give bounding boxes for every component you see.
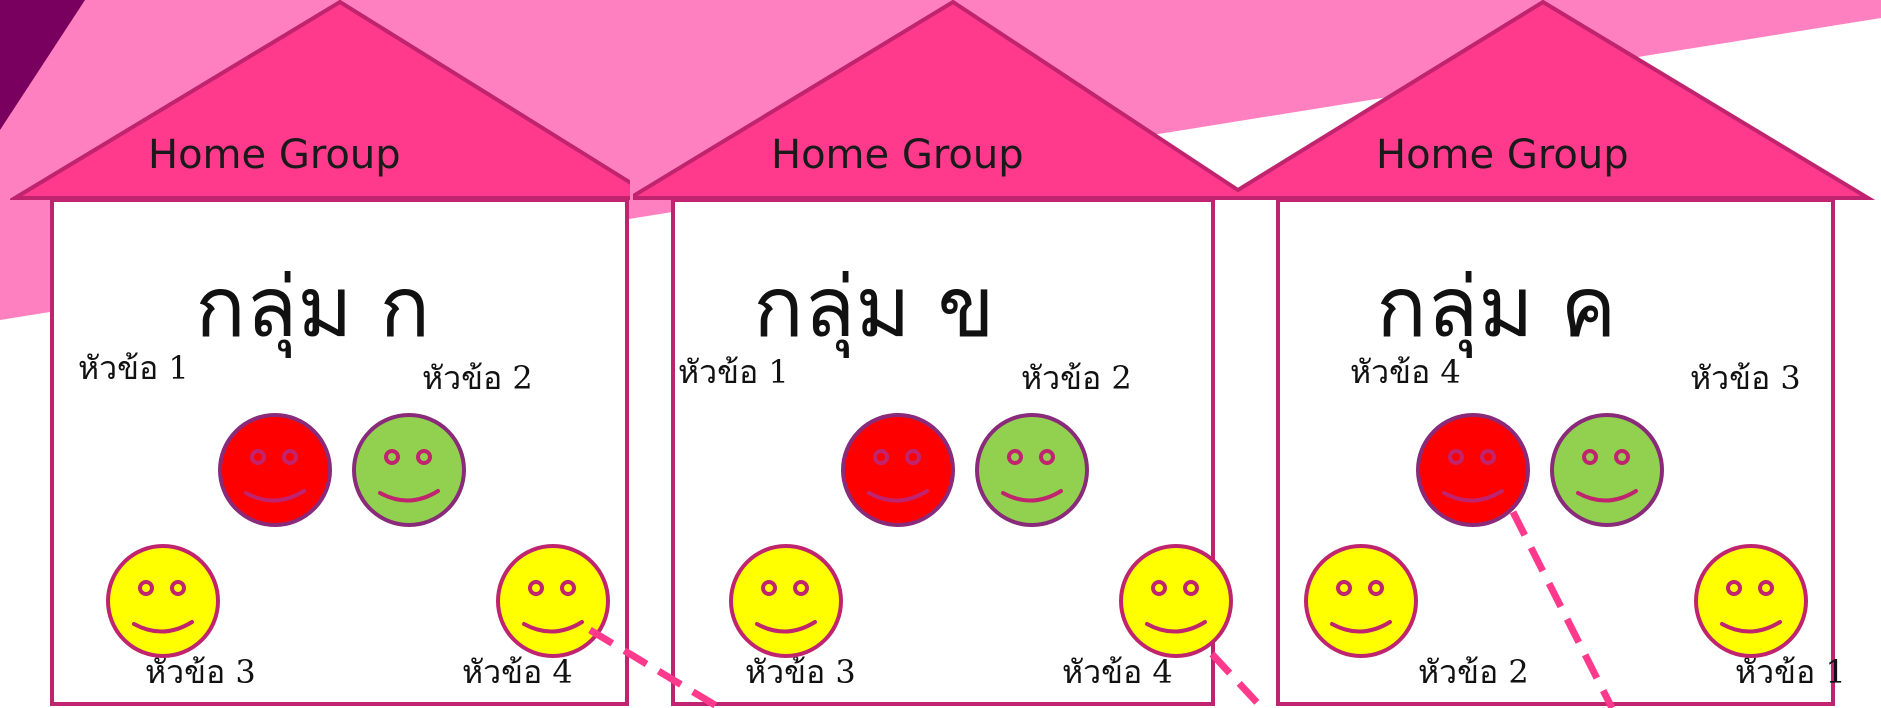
smiley-green-icon <box>973 411 1091 529</box>
topic-label-bottom-left: หัวข้อ 3 <box>745 653 856 691</box>
topic-label-bottom-left: หัวข้อ 3 <box>145 653 256 691</box>
group-title: กลุ่ม ก <box>195 258 431 356</box>
smiley-yellow-icon <box>727 542 845 660</box>
home-group-label: Home Group <box>771 132 1024 178</box>
topic-label-top-right: หัวข้อ 2 <box>1021 359 1132 397</box>
topic-label-bottom-right: หัวข้อ 4 <box>1062 653 1173 691</box>
smiley-red-icon <box>216 411 334 529</box>
topic-label-top-right: หัวข้อ 3 <box>1690 359 1801 397</box>
group-title: กลุ่ม ค <box>1376 258 1617 356</box>
house-group-c: Home Group กลุ่ม ค หัวข้อ 4 หัวข้อ 3 หัว… <box>1238 0 1876 708</box>
smiley-yellow-icon <box>1692 542 1810 660</box>
topic-label-bottom-right: หัวข้อ 1 <box>1735 653 1846 691</box>
topic-label-bottom-right: หัวข้อ 4 <box>462 653 573 691</box>
smiley-yellow-icon <box>494 542 612 660</box>
topic-label-bottom-left: หัวข้อ 2 <box>1418 653 1529 691</box>
smiley-green-icon <box>350 411 468 529</box>
group-title: กลุ่ม ข <box>753 258 995 356</box>
topic-label-top-left: หัวข้อ 4 <box>1350 353 1461 391</box>
smiley-yellow-icon <box>104 542 222 660</box>
smiley-yellow-icon <box>1302 542 1420 660</box>
home-group-label: Home Group <box>148 132 401 178</box>
smiley-red-icon <box>1414 411 1532 529</box>
house-group-a: Home Group กลุ่ม ก หัวข้อ 1 หัวข้อ 2 หัว… <box>10 0 630 708</box>
topic-label-top-right: หัวข้อ 2 <box>422 359 533 397</box>
topic-label-top-left: หัวข้อ 1 <box>678 353 789 391</box>
house-group-b: Home Group กลุ่ม ข หัวข้อ 1 หัวข้อ 2 หัว… <box>633 0 1253 708</box>
home-group-label: Home Group <box>1376 132 1629 178</box>
smiley-green-icon <box>1548 411 1666 529</box>
smiley-red-icon <box>839 411 957 529</box>
topic-label-top-left: หัวข้อ 1 <box>78 349 189 387</box>
smiley-yellow-icon <box>1117 542 1235 660</box>
